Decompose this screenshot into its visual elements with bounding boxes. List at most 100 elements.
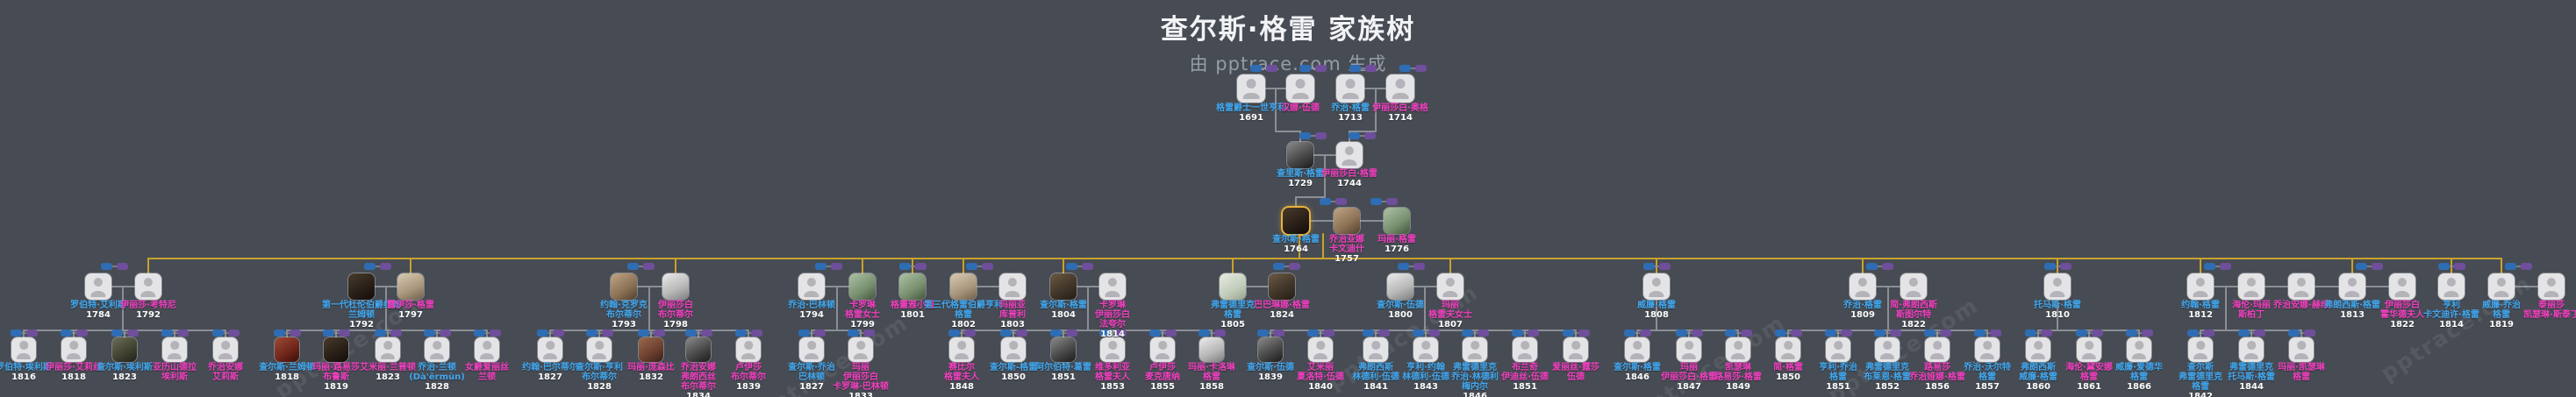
person-node[interactable] — [1850, 273, 1876, 300]
person-node-portrait[interactable] — [639, 337, 663, 362]
badge-pill-purple[interactable] — [1015, 330, 1027, 337]
person-node-portrait[interactable] — [1050, 273, 1077, 300]
badge-pill-purple[interactable] — [25, 330, 38, 337]
person-node-portrait[interactable] — [1199, 337, 1224, 362]
badge-pill-blue[interactable] — [734, 330, 747, 337]
badge-pill-purple[interactable] — [289, 330, 301, 337]
person-node[interactable] — [587, 337, 612, 362]
badge-pill-blue[interactable] — [1824, 330, 1836, 337]
person-node-portrait[interactable] — [1283, 208, 1309, 234]
badge-pill-blue[interactable] — [1348, 132, 1360, 139]
person-node-portrait[interactable] — [1287, 142, 1313, 168]
person-node[interactable] — [1513, 337, 1537, 362]
person-node-portrait[interactable] — [397, 273, 424, 300]
person-node-portrait[interactable] — [324, 337, 348, 362]
badge-pill-blue[interactable] — [473, 330, 485, 337]
badge-pill-purple[interactable] — [1740, 330, 1752, 337]
person-node[interactable] — [799, 337, 824, 362]
person-node[interactable] — [2538, 273, 2565, 300]
person-node-portrait[interactable] — [899, 273, 926, 300]
badge-pill-blue[interactable] — [1642, 263, 1655, 270]
badge-pill-purple[interactable] — [1065, 330, 1077, 337]
badge-pill-blue[interactable] — [1623, 330, 1635, 337]
badge-pill-blue[interactable] — [1098, 330, 1111, 337]
badge-pill-purple[interactable] — [227, 330, 240, 337]
person-node[interactable] — [2339, 273, 2365, 300]
badge-pill-blue[interactable] — [10, 330, 22, 337]
badge-pill-blue[interactable] — [999, 330, 1012, 337]
badge-pill-blue[interactable] — [423, 330, 435, 337]
badge-pill-purple[interactable] — [1265, 65, 1277, 72]
badge-pill-purple[interactable] — [1288, 263, 1300, 270]
person-node[interactable] — [1286, 74, 1314, 103]
badge-pill-purple[interactable] — [750, 330, 762, 337]
person-node[interactable] — [376, 337, 400, 362]
badge-pill-blue[interactable] — [374, 330, 386, 337]
person-node[interactable] — [538, 337, 562, 362]
badge-pill-purple[interactable] — [1691, 330, 1703, 337]
badge-pill-purple[interactable] — [1377, 330, 1390, 337]
person-node[interactable] — [1336, 142, 1363, 168]
badge-pill-purple[interactable] — [830, 263, 842, 270]
person-node[interactable] — [11, 337, 36, 362]
badge-pill-blue[interactable] — [536, 330, 548, 337]
badge-pill-purple[interactable] — [1364, 65, 1377, 72]
badge-pill-purple[interactable] — [2059, 263, 2072, 270]
badge-pill-blue[interactable] — [161, 330, 173, 337]
person-node[interactable] — [2389, 273, 2415, 300]
badge-pill-purple[interactable] — [1114, 330, 1127, 337]
badge-pill-blue[interactable] — [1299, 132, 1311, 139]
badge-pill-blue[interactable] — [1675, 330, 1687, 337]
badge-pill-purple[interactable] — [116, 263, 128, 270]
badge-pill-blue[interactable] — [1511, 330, 1523, 337]
badge-pill-purple[interactable] — [1213, 330, 1226, 337]
badge-pill-purple[interactable] — [2141, 330, 2153, 337]
badge-pill-blue[interactable] — [585, 330, 597, 337]
person-node[interactable] — [1677, 337, 1701, 362]
badge-pill-purple[interactable] — [2219, 263, 2231, 270]
person-node[interactable] — [135, 273, 161, 300]
badge-pill-purple[interactable] — [1428, 330, 1440, 337]
badge-pill-blue[interactable] — [2043, 263, 2056, 270]
person-node[interactable] — [2289, 337, 2314, 362]
person-node[interactable] — [1875, 337, 1900, 362]
person-node[interactable] — [475, 337, 499, 362]
badge-pill-purple[interactable] — [1272, 330, 1284, 337]
badge-pill-blue[interactable] — [847, 330, 859, 337]
badge-pill-blue[interactable] — [1923, 330, 1936, 337]
person-node-portrait[interactable] — [1220, 273, 1246, 300]
person-node[interactable] — [999, 273, 1026, 300]
badge-pill-purple[interactable] — [601, 330, 613, 337]
badge-pill-blue[interactable] — [965, 263, 977, 270]
person-node[interactable] — [1643, 273, 1670, 300]
person-node-portrait[interactable] — [1269, 273, 1295, 300]
person-node[interactable] — [1100, 337, 1125, 362]
badge-pill-blue[interactable] — [1148, 330, 1161, 337]
person-node[interactable] — [1001, 337, 1026, 362]
person-node[interactable] — [1975, 337, 2000, 362]
badge-pill-purple[interactable] — [2091, 330, 2103, 337]
badge-pill-purple[interactable] — [1658, 263, 1671, 270]
person-node[interactable] — [1150, 337, 1175, 362]
badge-pill-purple[interactable] — [1363, 132, 1376, 139]
person-node-portrait[interactable] — [611, 273, 637, 300]
person-node[interactable] — [2438, 273, 2465, 300]
badge-pill-purple[interactable] — [2040, 330, 2052, 337]
person-node[interactable] — [2077, 337, 2101, 362]
badge-pill-purple[interactable] — [1939, 330, 1951, 337]
person-node[interactable] — [1413, 337, 1438, 362]
person-node-portrait[interactable] — [686, 337, 711, 362]
badge-pill-blue[interactable] — [2355, 263, 2367, 270]
badge-pill-purple[interactable] — [1881, 263, 1893, 270]
badge-pill-purple[interactable] — [2303, 330, 2315, 337]
person-node[interactable] — [1776, 337, 1800, 362]
badge-pill-blue[interactable] — [898, 263, 911, 270]
person-node-portrait[interactable] — [112, 337, 137, 362]
person-node-portrait[interactable] — [1384, 208, 1410, 234]
badge-pill-blue[interactable] — [637, 330, 649, 337]
badge-pill-purple[interactable] — [552, 330, 564, 337]
badge-pill-purple[interactable] — [2453, 263, 2465, 270]
badge-pill-purple[interactable] — [1527, 330, 1539, 337]
badge-pill-blue[interactable] — [322, 330, 334, 337]
person-node[interactable] — [1386, 74, 1414, 103]
